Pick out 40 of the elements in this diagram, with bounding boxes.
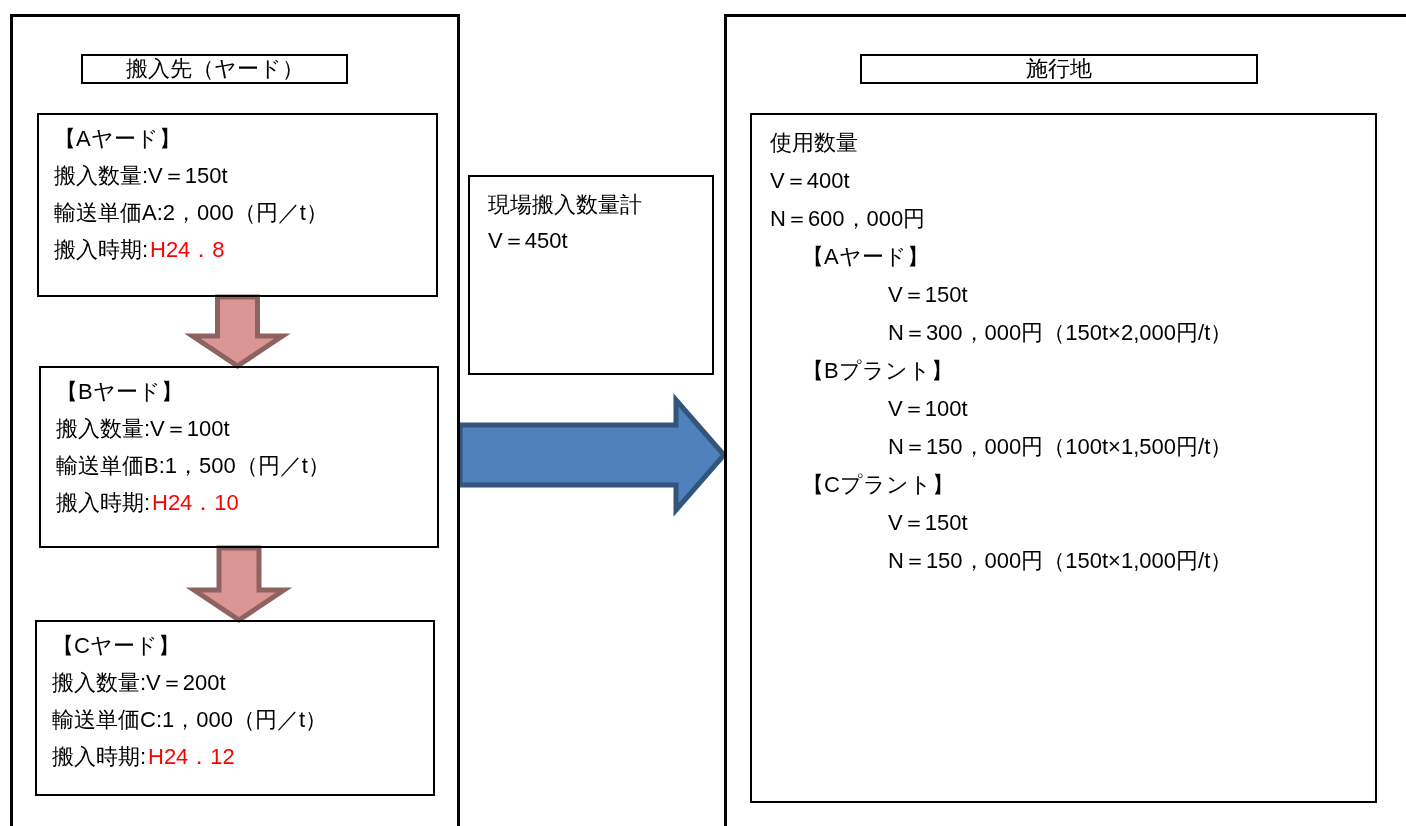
text-line: 搬入数量:V＝150t [54,162,228,190]
total-card [468,175,714,375]
block-arrow [185,545,293,623]
field-label: 搬入時期: [52,743,147,771]
panel [724,14,1406,826]
text-line: V＝150t [888,509,968,537]
text-line: N＝300，000円（150t×2,000円/t） [888,319,1233,347]
usage-card [750,113,1377,803]
card-heading: 【Bプラント】 [802,357,953,385]
date-value: H24．8 [150,236,225,264]
field-label: 搬入時期: [56,489,151,517]
yard-card [35,620,435,796]
panel-title: 施行地 [860,54,1258,84]
yard-card [39,366,439,548]
date-value: H24．10 [152,489,239,517]
text-line: V＝450t [488,227,568,255]
text-line: N＝600，000円 [770,205,926,233]
text-line: V＝400t [770,167,850,195]
card-heading: 【Aヤード】 [802,243,929,271]
card-heading: 【Bヤード】 [56,378,183,406]
text-line: 搬入数量:V＝200t [52,669,226,697]
panel [10,14,460,826]
field-label: 搬入時期: [54,236,149,264]
card-heading: 【Aヤード】 [54,125,181,153]
text-line: 搬入数量:V＝100t [56,415,230,443]
block-arrow [184,294,291,369]
card-heading: 【Cヤード】 [52,632,180,660]
panel-title: 搬入先（ヤード） [81,54,348,84]
text-line: N＝150，000円（100t×1,500円/t） [888,433,1233,461]
text-line: 現場搬入数量計 [488,191,642,219]
text-line: 輸送単価C:1，000（円／t） [52,706,328,734]
text-line: 輸送単価A:2，000（円／t） [54,199,328,227]
card-heading: 【Cプラント】 [802,471,954,499]
text-line: V＝150t [888,281,968,309]
text-line: V＝100t [888,395,968,423]
yard-card [37,113,438,297]
text-line: N＝150，000円（150t×1,000円/t） [888,547,1233,575]
date-value: H24．12 [148,743,235,771]
text-line: 使用数量 [770,129,858,157]
text-line: 輸送単価B:1，500（円／t） [56,452,330,480]
